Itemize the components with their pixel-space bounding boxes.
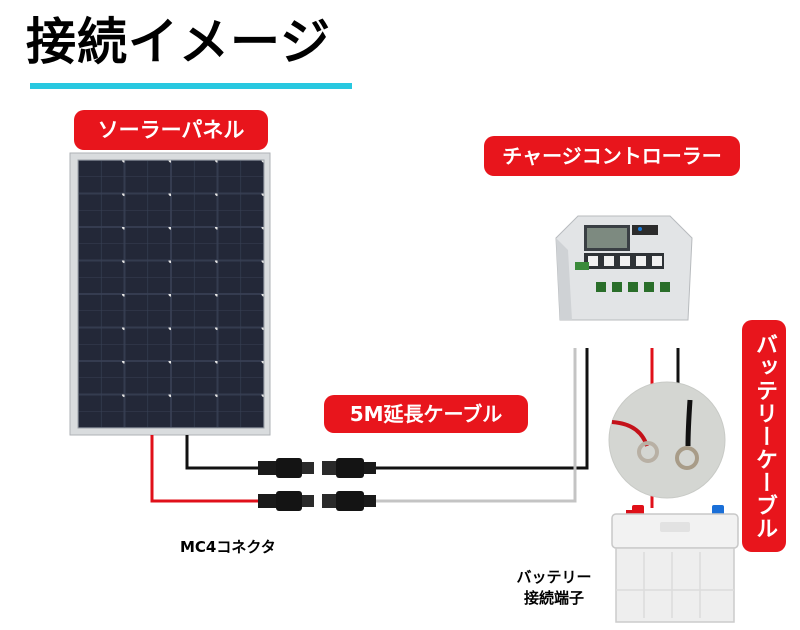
extension-cables bbox=[376, 348, 589, 503]
charge-controller bbox=[555, 215, 693, 321]
mc4-connector-top bbox=[258, 458, 376, 478]
title-underline bbox=[30, 83, 352, 89]
solar-panel-label: ソーラーパネル bbox=[74, 110, 268, 150]
battery bbox=[611, 505, 739, 623]
battery-terminal-label: バッテリー 接続端子 bbox=[508, 567, 600, 609]
mc4-connector-label: MC4コネクタ bbox=[180, 538, 276, 556]
solar-panel bbox=[69, 152, 271, 436]
page-title: 接続イメージ bbox=[26, 13, 331, 71]
mc4-connector-bottom bbox=[258, 491, 376, 511]
charge-controller-label: チャージコントローラー bbox=[484, 136, 740, 176]
battery-terminal-label-line2: 接続端子 bbox=[523, 589, 584, 607]
panel-wires bbox=[150, 435, 258, 503]
ring-terminal-closeup bbox=[608, 381, 726, 499]
battery-cable-label: バッテリーケーブル bbox=[742, 320, 786, 552]
battery-terminal-label-line1: バッテリー bbox=[516, 568, 592, 586]
extension-cable-label: 5M延長ケーブル bbox=[324, 395, 528, 433]
